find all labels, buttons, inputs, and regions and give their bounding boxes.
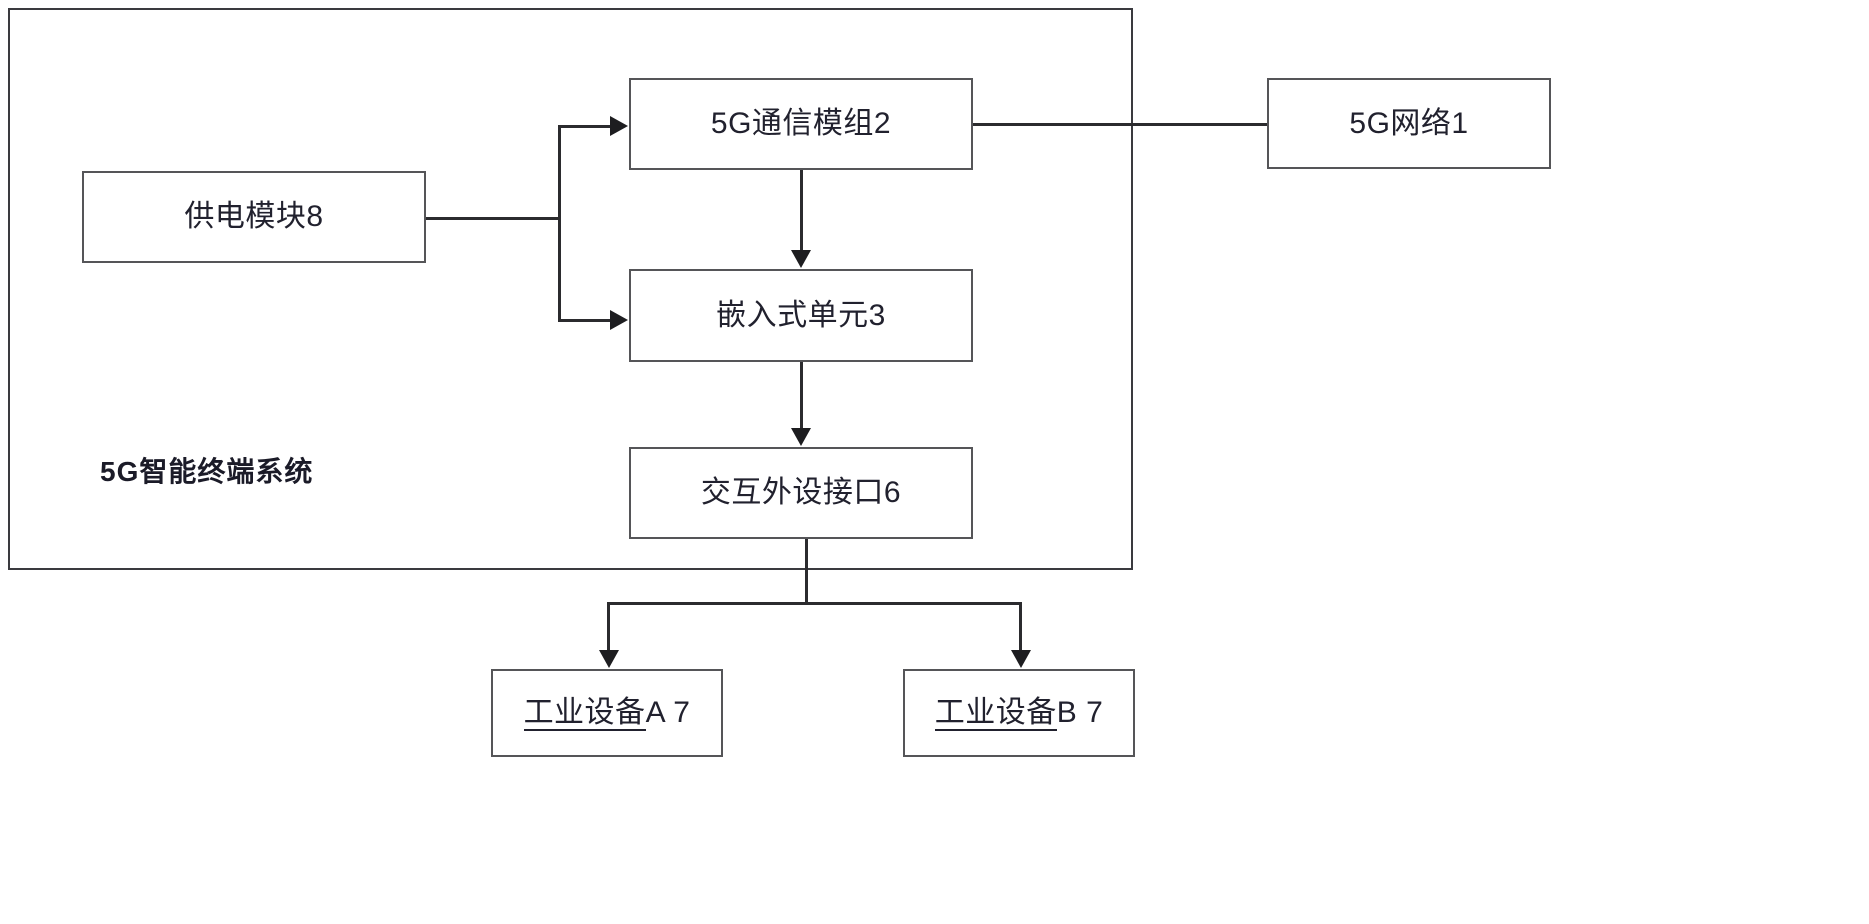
edge-peripheral-to-device-a — [607, 602, 610, 654]
node-embedded-unit-label: 嵌入式单元3 — [716, 298, 886, 332]
edge-peripheral-split-bus — [607, 602, 1021, 605]
node-device-a-label: 工业设备A 7 — [523, 695, 691, 731]
edge-comm-module-to-network — [972, 123, 1268, 126]
node-device-a-label-main: 工业设备 — [523, 696, 646, 731]
edge-power-to-bus — [426, 217, 560, 220]
node-device-b-label-suffix: B 7 — [1056, 696, 1104, 729]
node-device-a-label-suffix: A 7 — [645, 696, 691, 729]
arrowhead-comm-module-to-embedded-unit — [791, 250, 811, 268]
system-enclosure-boundary — [8, 8, 1133, 570]
edge-power-to-comm-module — [558, 125, 613, 128]
edge-peripheral-trunk — [805, 538, 808, 604]
node-device-a[interactable]: 工业设备A 7 — [491, 669, 723, 757]
arrowhead-power-to-comm-module — [610, 116, 628, 136]
node-peripheral-interface[interactable]: 交互外设接口6 — [629, 447, 973, 539]
edge-comm-module-to-embedded-unit — [800, 170, 803, 252]
system-enclosure-label: 5G智能终端系统 — [100, 456, 314, 487]
node-device-b-label: 工业设备B 7 — [934, 695, 1104, 731]
node-power-module-label: 供电模块8 — [184, 200, 324, 233]
edge-peripheral-to-device-b — [1019, 602, 1022, 654]
node-comm-module[interactable]: 5G通信模组2 — [629, 78, 973, 170]
arrowhead-peripheral-to-device-a — [599, 650, 619, 668]
arrowhead-power-to-embedded-unit — [610, 310, 628, 330]
node-device-b-label-main: 工业设备 — [934, 696, 1057, 731]
edge-embedded-unit-to-peripheral — [800, 362, 803, 430]
node-peripheral-interface-label: 交互外设接口6 — [700, 476, 902, 509]
node-5g-network[interactable]: 5G网络1 — [1267, 78, 1551, 169]
arrowhead-embedded-unit-to-peripheral — [791, 428, 811, 446]
edge-power-bus-vertical — [558, 125, 561, 321]
node-device-b[interactable]: 工业设备B 7 — [903, 669, 1135, 757]
arrowhead-peripheral-to-device-b — [1011, 650, 1031, 668]
node-5g-network-label: 5G网络1 — [1349, 106, 1469, 140]
node-comm-module-label: 5G通信模组2 — [710, 107, 892, 140]
node-embedded-unit[interactable]: 嵌入式单元3 — [629, 269, 973, 362]
node-power-module[interactable]: 供电模块8 — [82, 171, 426, 263]
edge-power-to-embedded-unit — [558, 319, 613, 322]
